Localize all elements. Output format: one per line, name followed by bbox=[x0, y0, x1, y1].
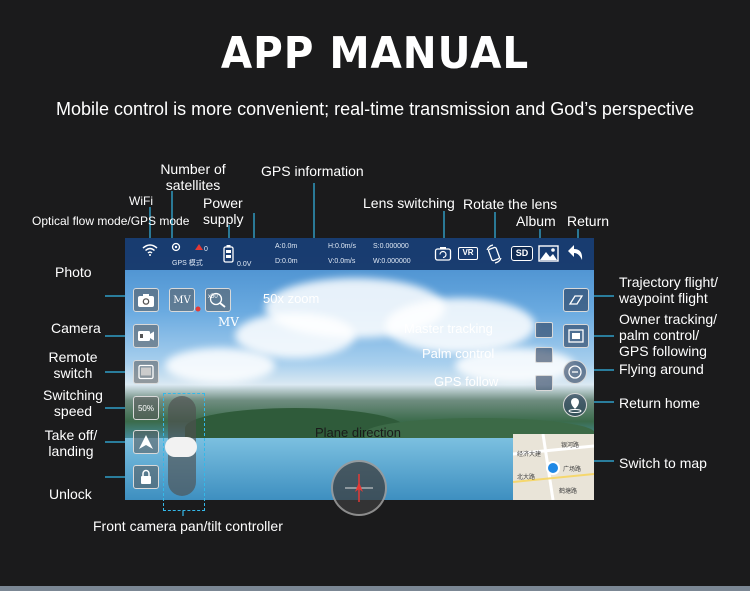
zoom-caption: 50x zoom bbox=[263, 291, 320, 306]
magnifier-icon bbox=[209, 292, 226, 308]
cloud bbox=[165, 348, 275, 383]
annotation-album: Album bbox=[516, 213, 556, 229]
unlock-button[interactable] bbox=[133, 465, 159, 489]
map-label: 银河路 bbox=[561, 443, 580, 449]
takeoff-landing-button[interactable] bbox=[133, 430, 159, 454]
annotation-camera: Camera bbox=[51, 320, 101, 336]
cloud bbox=[385, 298, 535, 353]
voltage-label: 0.0V bbox=[237, 261, 252, 268]
annotation-front-camera: Front camera pan/tilt controller bbox=[93, 518, 283, 534]
speed-button[interactable]: 50% bbox=[133, 396, 159, 420]
sd-button[interactable]: SD bbox=[511, 246, 533, 261]
lens-switch-icon[interactable] bbox=[434, 246, 452, 262]
takeoff-arrow-icon bbox=[139, 435, 153, 449]
annotation-switching-speed: Switching speed bbox=[43, 387, 103, 419]
return-icon[interactable] bbox=[565, 243, 585, 263]
annotation-power-supply: Power supply bbox=[203, 195, 244, 227]
map-label: 经济大建 bbox=[517, 452, 542, 458]
trajectory-icon bbox=[568, 295, 584, 305]
master-tracking-caption: Master tracking bbox=[404, 321, 493, 336]
palm-control-caption: Palm control bbox=[422, 346, 495, 361]
camera-icon bbox=[138, 294, 154, 307]
compass-icon bbox=[345, 474, 373, 502]
annotation-wifi: WiFi bbox=[129, 194, 153, 208]
vr-button[interactable]: VR bbox=[458, 247, 478, 260]
map-label: 广场路 bbox=[563, 467, 582, 473]
trajectory-flight-button[interactable] bbox=[563, 288, 589, 312]
satellite-count: 0 bbox=[204, 246, 208, 253]
owner-tracking-button[interactable] bbox=[563, 324, 589, 348]
location-dot-icon bbox=[546, 461, 560, 475]
annotation-remote-switch: Remote switch bbox=[48, 349, 98, 381]
gimbal-controller-outline bbox=[163, 393, 205, 511]
gps-mode-label: GPS 模式 bbox=[172, 260, 203, 267]
zoom-button[interactable] bbox=[205, 288, 231, 312]
photo-button[interactable] bbox=[133, 288, 159, 312]
annotation-optical-flow-gps: Optical flow mode/GPS mode bbox=[32, 214, 190, 228]
plane-direction-compass bbox=[331, 460, 387, 516]
page-subtitle: Mobile control is more convenient; real-… bbox=[56, 99, 694, 119]
phone-icon bbox=[138, 364, 154, 380]
minimap[interactable]: 经济大建 银河路 北大路 鹤塘路 广场路 bbox=[513, 434, 594, 500]
bottom-bar bbox=[0, 586, 750, 591]
cloud bbox=[235, 313, 355, 358]
orbit-icon bbox=[568, 365, 582, 379]
record-dot-icon bbox=[195, 306, 201, 312]
gimbal-slider-knob[interactable] bbox=[165, 437, 197, 457]
altitude-label: A:0.0m bbox=[275, 243, 298, 250]
video-camera-icon bbox=[138, 331, 154, 341]
map-label: 鹤塘路 bbox=[559, 489, 578, 495]
return-home-button[interactable] bbox=[563, 393, 587, 417]
distance-label: D:0.0m bbox=[275, 258, 298, 265]
plane-direction-caption: Plane direction bbox=[315, 425, 401, 440]
annotation-owner-tracking: Owner tracking/ palm control/ GPS follow… bbox=[619, 311, 718, 359]
gps-s-label: S:0.000000 bbox=[373, 243, 409, 250]
app-screen: 0 GPS 模式 0.0V A:0.0m D:0.0m H:0.0m/s V:0… bbox=[125, 238, 594, 500]
page-title: APP MANUAL bbox=[220, 28, 530, 79]
annotation-unlock: Unlock bbox=[49, 486, 92, 502]
wifi-icon bbox=[142, 244, 158, 256]
annotation-take-off-landing: Take off/ landing bbox=[44, 427, 98, 459]
vertical-speed-label: V:0.0m/s bbox=[328, 258, 356, 265]
video-camera-button[interactable] bbox=[133, 324, 159, 348]
cloud bbox=[455, 348, 575, 383]
status-bar: 0 GPS 模式 0.0V A:0.0m D:0.0m H:0.0m/s V:0… bbox=[125, 238, 594, 270]
rotate-lens-icon[interactable] bbox=[485, 244, 503, 264]
satellite-icon bbox=[195, 244, 203, 250]
gps-follow-caption: GPS follow bbox=[434, 374, 499, 389]
battery-icon bbox=[223, 245, 234, 263]
map-label: 北大路 bbox=[517, 475, 536, 481]
horizontal-speed-label: H:0.0m/s bbox=[328, 243, 357, 250]
remote-switch-button[interactable] bbox=[133, 360, 159, 384]
annotation-gps-information: GPS information bbox=[261, 163, 364, 179]
master-tracking-button[interactable] bbox=[535, 322, 553, 338]
home-location-icon bbox=[568, 398, 582, 413]
annotation-return-home: Return home bbox=[619, 395, 700, 411]
annotation-rotate-the-lens: Rotate the lens bbox=[463, 196, 558, 212]
annotation-lens-switching: Lens switching bbox=[363, 195, 455, 211]
annotation-trajectory-flight: Trajectory flight/ waypoint flight bbox=[619, 274, 719, 306]
annotation-return: Return bbox=[567, 213, 610, 229]
zoom-level-label: x50 bbox=[208, 294, 218, 300]
gps-w-label: W:0.000000 bbox=[373, 258, 411, 265]
flying-around-button[interactable] bbox=[563, 360, 587, 384]
annotation-number-of-satellites: Number of satellites bbox=[160, 161, 226, 193]
mv-button[interactable]: MV bbox=[169, 288, 195, 312]
mv-caption: MV bbox=[218, 315, 239, 329]
lock-icon bbox=[141, 469, 151, 484]
tracking-icon bbox=[568, 329, 584, 343]
album-icon[interactable] bbox=[538, 244, 559, 263]
gps-follow-button[interactable] bbox=[535, 375, 553, 391]
gps-mode-icon bbox=[171, 242, 181, 252]
annotation-flying-around: Flying around bbox=[619, 361, 704, 377]
annotation-switch-to-map: Switch to map bbox=[619, 455, 707, 471]
palm-control-button[interactable] bbox=[535, 347, 553, 363]
annotation-photo: Photo bbox=[55, 264, 92, 280]
